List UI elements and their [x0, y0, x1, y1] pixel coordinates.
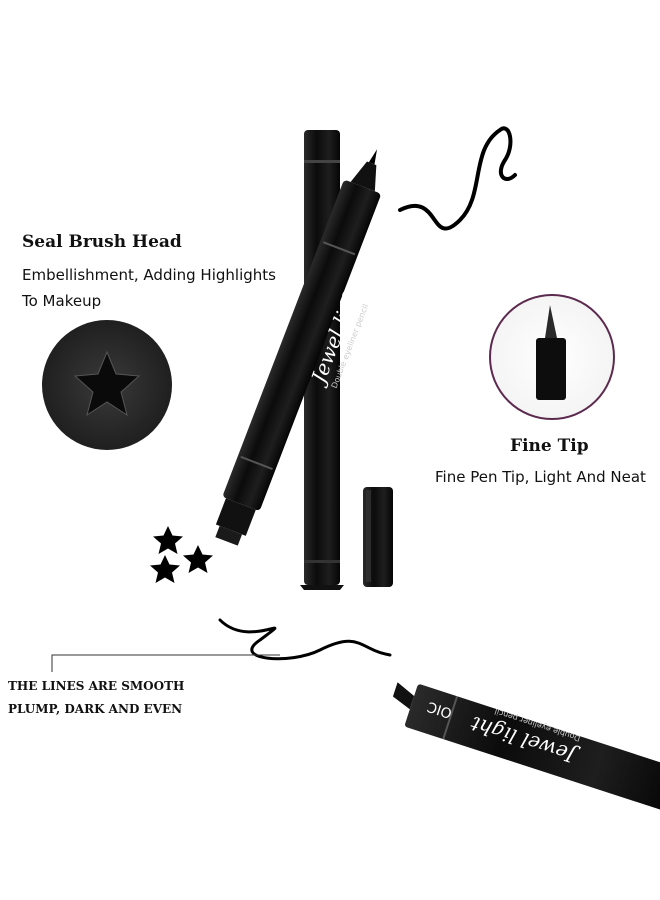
horizontal-pen-branding: Jewel light Double eyeliner pencil OIC — [425, 698, 582, 769]
lines-callout-line2: PLUMP, DARK AND EVEN — [8, 702, 183, 716]
stamped-stars — [150, 526, 213, 583]
brand-text-2: OIC — [425, 698, 454, 721]
fine-tip-description: Fine Pen Tip, Light And Neat — [435, 468, 646, 486]
seal-brush-description-line2: To Makeup — [22, 292, 102, 310]
scribble-top — [398, 126, 517, 231]
diagonal-pen — [215, 149, 381, 546]
pen-cap — [363, 487, 393, 587]
scribble-bottom — [218, 618, 392, 661]
horizontal-pen — [392, 682, 660, 813]
seal-brush-title: Seal Brush Head — [22, 232, 182, 252]
brand-text: OIC — [354, 252, 378, 281]
diagonal-pen-branding: Jewel light Double eyeliner pencil OIC — [305, 252, 378, 390]
seal-brush-description-line1: Embellishment, Adding Highlights — [22, 266, 276, 284]
seal-brush-circle — [42, 320, 172, 450]
fine-tip-title: Fine Tip — [510, 436, 589, 456]
callout-bracket — [51, 654, 280, 672]
lines-callout-line1: THE LINES ARE SMOOTH — [8, 679, 185, 693]
fine-tip-circle — [489, 294, 615, 420]
